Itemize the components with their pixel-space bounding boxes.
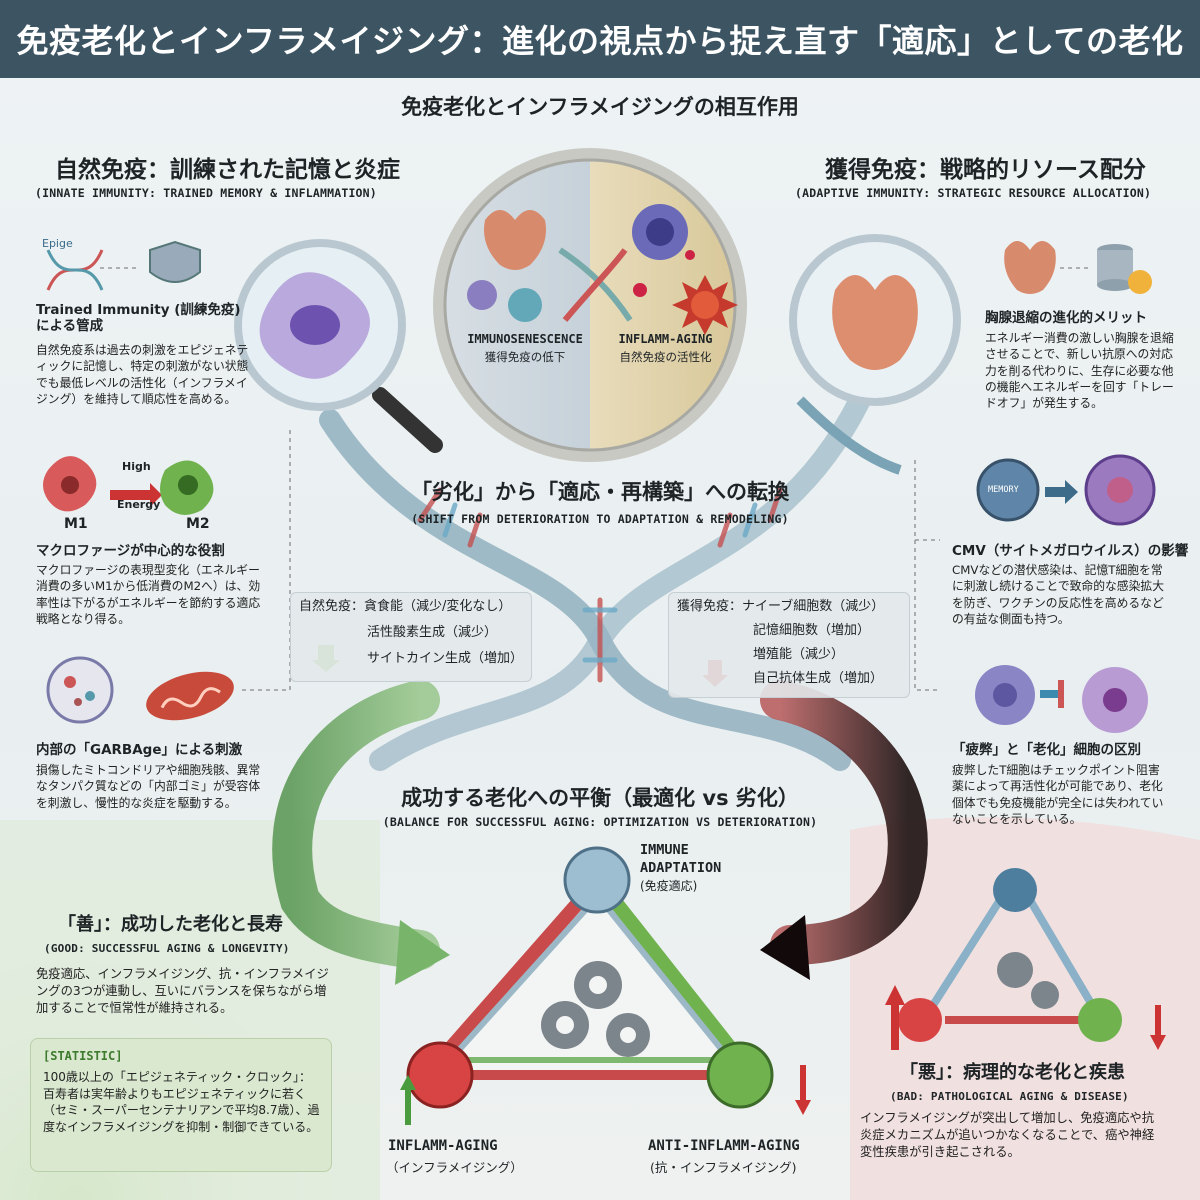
page-title: 免疫老化とインフラメイジング：進化の視点から捉え直す「適応」としての老化 — [0, 0, 1200, 78]
adaptive-change-1: 獲得免疫：ナイーブ細胞数（減少） — [677, 599, 885, 614]
thymus-heading: 胸腺退縮の進化的メリット — [985, 310, 1147, 326]
adaptive-change-4: 自己抗体生成（増加） — [753, 671, 884, 686]
dna-helix — [272, 389, 928, 985]
shield-icon — [149, 240, 201, 283]
subtitle: 免疫老化とインフラメイジングの相互作用 — [401, 95, 799, 119]
shift-title: 「劣化」から「適応・再構築」への転換 — [411, 480, 789, 504]
immune-adaptation-jp: (免疫適応) — [640, 879, 698, 893]
exhaustion-heading: 「疲弊」と「老化」細胞の区別 — [952, 742, 1141, 758]
immune-adaptation-label-1: IMMUNE — [640, 842, 689, 858]
immune-adaptation-label-2: ADAPTATION — [640, 860, 722, 876]
innate-changes-panel: 自然免疫：貪食能（減少/変化なし） 活性酸素生成（減少） サイトカイン生成（増加… — [290, 592, 532, 682]
balance-title: 成功する老化への平衡（最適化 vs 劣化） — [401, 786, 799, 810]
bad-region — [850, 817, 1200, 1200]
adaptive-title-en: (ADAPTIVE IMMUNITY: STRATEGIC RESOURCE A… — [795, 186, 1152, 200]
database-battery-icon — [1097, 244, 1152, 294]
bad-title: 「悪」：病理的な老化と疾患 — [900, 1062, 1125, 1083]
shift-title-en: (SHIFT FROM DETERIORATION TO ADAPTATION … — [411, 512, 789, 526]
thymus-icon-small — [1004, 241, 1056, 294]
statistic-box: [STATISTIC] 100歳以上の「エピジェネティック・クロック」：百寿者は… — [30, 1038, 332, 1172]
trained-immunity-heading: Trained Immunity (訓練免疫) による管成 — [36, 302, 241, 335]
statistic-text: 100歳以上の「エピジェネティック・クロック」：百寿者は実年齢よりもエピジェネテ… — [43, 1070, 320, 1134]
good-title: 「善」：成功した老化と長寿 — [58, 914, 283, 935]
checkpoint-inhibitor-icon — [1040, 680, 1064, 708]
garbage-heading: 内部の「GARBAge」による刺激 — [36, 742, 243, 758]
thymus-magnifier — [789, 234, 961, 475]
cmv-text: CMVなどの潜伏感染は、記憶T細胞を常に刺激し続けることで致命的な感染拡大を防ぎ… — [952, 563, 1164, 626]
adaptive-changes-panel: 獲得免疫：ナイーブ細胞数（減少） 記憶細胞数（増加） 増殖能（減少） 自己抗体生… — [668, 592, 910, 698]
inflammaging-label: INFLAMM-AGING — [618, 332, 713, 346]
innate-change-3: サイトカイン生成（増加） — [367, 651, 524, 666]
statistic-label: [STATISTIC] — [43, 1049, 123, 1063]
arrow-high-energy — [110, 483, 162, 507]
adaptive-title: 獲得免疫：戦略的リソース配分 — [825, 157, 1146, 183]
inflammaging-jp: 自然免疫の活性化 — [619, 350, 712, 364]
balance-title-en: (BALANCE FOR SUCCESSFUL AGING: OPTIMIZAT… — [382, 815, 818, 829]
innate-change-2: 活性酸素生成（減少） — [367, 625, 498, 640]
exhaustion-text: 疲弊したT細胞はチェックポイント阻害薬によって再活性化が可能であり、老化個体でも… — [952, 763, 1164, 826]
high-label: High — [122, 460, 151, 473]
mitochondria-icon — [146, 671, 234, 721]
anti-inflammaging-node-label: ANTI-INFLAMM-AGING — [648, 1138, 800, 1154]
memory-label: MEMORY — [988, 485, 1019, 495]
arrow-to-virus — [1045, 480, 1078, 504]
macrophage-heading: マクロファージが中心的な役割 — [36, 543, 225, 559]
trained-immunity-text: 自然免疫系は過去の刺激をエピジェネティックに記憶し、特定の刺激がない状態でも最低… — [36, 343, 249, 406]
good-text: 免疫適応、インフラメイジング、抗・インフラメイジングの3つが連動し、互いにバラン… — [36, 967, 329, 1015]
dna-icon-small — [46, 249, 104, 291]
innate-change-1: 自然免疫：貪食能（減少/変化なし） — [299, 599, 512, 614]
cmv-heading: CMV（サイトメガロウイルス）の影響 — [952, 543, 1189, 559]
bad-title-en: (BAD: PATHOLOGICAL AGING & DISEASE) — [890, 1090, 1129, 1103]
adaptive-change-3: 増殖能（減少） — [753, 647, 845, 662]
bad-text: インフラメイジングが突出して増加し、免疫適応や抗炎症メカニズムが追いつかなくなる… — [860, 1111, 1155, 1159]
garbage-cell-icon — [46, 656, 114, 724]
immunosenescence-label: IMMUNOSENESCENCE — [467, 332, 583, 346]
garbage-text: 損傷したミトコンドリアや細胞残骸、異常なタンパク質などの「内部ゴミ」が受容体を刺… — [36, 763, 261, 810]
bad-triangle — [885, 868, 1166, 1050]
immunosenescence-jp: 獲得免疫の低下 — [484, 350, 566, 364]
m1-macrophage-icon — [43, 456, 97, 512]
inflammaging-node-label: INFLAMM-AGING — [388, 1138, 498, 1154]
macrophage-text: マクロファージの表現型変化（エネルギー消費の多いM1から低消費のM2へ）は、効率… — [36, 563, 261, 626]
anti-inflammaging-node-jp: (抗・インフラメイジング) — [650, 1160, 797, 1175]
dashed-connectors — [100, 267, 1090, 691]
m2-label: M2 — [186, 516, 210, 532]
innate-title-en: (INNATE IMMUNITY: TRAINED MEMORY & INFLA… — [35, 186, 377, 200]
thymus-text: エネルギー消費の激しい胸腺を退縮させることで、新しい抗原への対応力を削る代わりに… — [985, 331, 1174, 411]
inflammaging-node-jp: （インフラメイジング） — [386, 1160, 523, 1175]
epigenetics-label: Epige — [42, 237, 73, 250]
m2-macrophage-icon — [160, 460, 214, 515]
macrophage-magnifier — [234, 239, 443, 453]
energy-label: Energy — [117, 498, 161, 511]
m1-label: M1 — [64, 516, 88, 532]
center-coin — [433, 148, 747, 462]
adaptive-change-2: 記憶細胞数（増加） — [753, 623, 871, 638]
good-title-en: (GOOD: SUCCESSFUL AGING & LONGEVITY) — [44, 942, 290, 955]
innate-title: 自然免疫：訓練された記憶と炎症 — [55, 157, 400, 183]
memory-cell-icon — [976, 458, 1040, 522]
balance-triangle — [400, 846, 811, 1125]
